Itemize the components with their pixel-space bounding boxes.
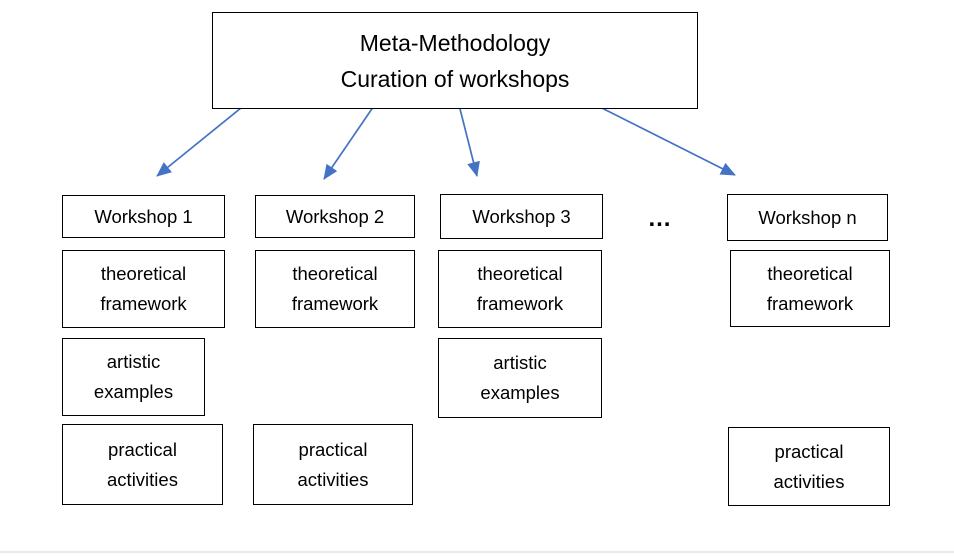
box-text-line: practical (774, 440, 844, 462)
workshop-1-practical-activities-box: practical activities (62, 424, 223, 505)
workshop-n-title: Workshop n (758, 206, 857, 228)
workshop-ellipsis: … (647, 205, 673, 232)
box-text-line: activities (297, 468, 369, 490)
workshop-3-artistic-examples-box: artistic examples (438, 338, 602, 418)
workshop-3-title: Workshop 3 (472, 205, 571, 227)
workshop-1-title-box: Workshop 1 (62, 195, 225, 238)
workshop-2-theoretical-framework-box: theoretical framework (255, 250, 415, 328)
box-text-line: framework (100, 293, 187, 314)
arrow-root-to-workshop-2 (323, 96, 381, 180)
box-text-line: examples (93, 381, 174, 402)
workshop-1-theoretical-framework-box: theoretical framework (62, 250, 225, 328)
root-box-title-line2: Curation of workshops (340, 65, 570, 92)
workshop-2-title: Workshop 2 (285, 205, 385, 227)
box-text-line: framework (476, 293, 564, 314)
workshop-n-theoretical-framework-box: theoretical framework (730, 250, 890, 327)
workshop-3-theoretical-framework-box: theoretical framework (438, 250, 602, 328)
workshop-2-title-box: Workshop 2 (255, 195, 415, 238)
root-box-title-line1: Meta-Methodology (359, 29, 551, 56)
box-text-line: practical (298, 438, 368, 460)
workshop-1-title: Workshop 1 (94, 205, 193, 227)
box-text-line: theoretical (477, 263, 563, 284)
box-text-line: theoretical (100, 263, 187, 284)
box-text-line: framework (291, 293, 379, 314)
workshop-n-title-box: Workshop n (727, 194, 888, 241)
box-text-line: examples (480, 382, 560, 403)
slide-bottom-edge (0, 551, 954, 553)
meta-methodology-root-box: Meta-Methodology Curation of workshops (212, 12, 698, 109)
workshop-2-practical-activities-box: practical activities (253, 424, 413, 505)
box-text-line: theoretical (767, 262, 853, 284)
box-text-line: practical (108, 438, 177, 460)
workshop-1-artistic-examples-box: artistic examples (62, 338, 205, 416)
workshop-3-title-box: Workshop 3 (440, 194, 603, 239)
box-text-line: framework (766, 292, 854, 314)
box-text-line: activities (107, 468, 178, 490)
box-text-line: artistic (493, 352, 547, 373)
box-text-line: theoretical (292, 263, 378, 284)
box-text-line: activities (773, 470, 845, 492)
box-text-line: artistic (106, 351, 161, 372)
workshop-n-practical-activities-box: practical activities (728, 427, 890, 506)
